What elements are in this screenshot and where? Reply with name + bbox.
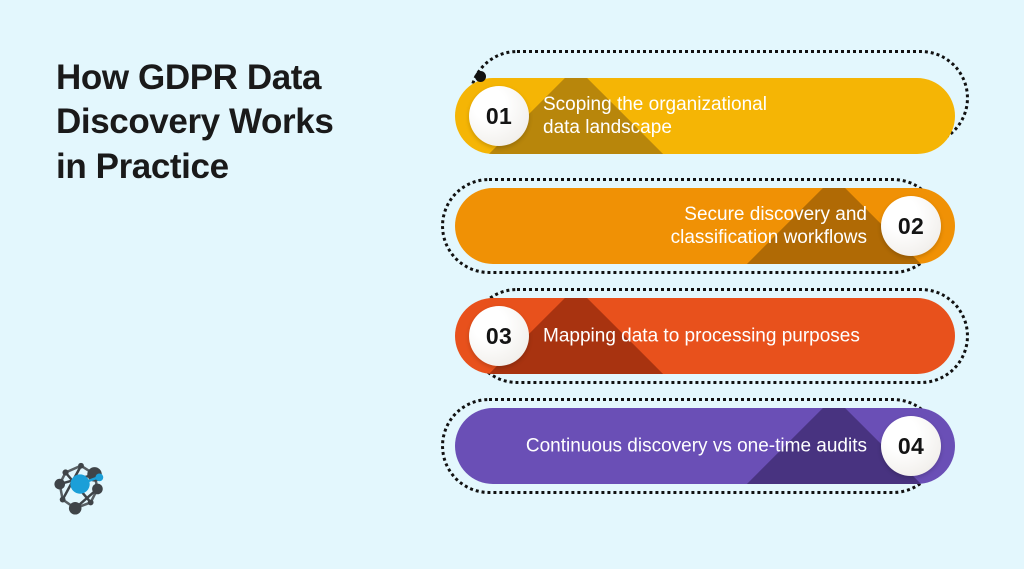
step-02[interactable]: Secure discovery and classification work…: [455, 188, 955, 264]
logo-accent-node: [70, 473, 104, 494]
network-nodes-logo: [52, 457, 110, 517]
step-03[interactable]: Mapping data to processing purposes 03: [455, 298, 955, 374]
step-number-badge-04: 04: [881, 416, 941, 476]
step-bar-02: [455, 188, 955, 264]
step-01[interactable]: Scoping the organizational data landscap…: [455, 78, 955, 154]
step-number-badge-02: 02: [881, 196, 941, 256]
step-label-01: Scoping the organizational data landscap…: [543, 93, 767, 138]
step-label-03: Mapping data to processing purposes: [543, 325, 860, 347]
step-04[interactable]: Continuous discovery vs one-time audits 0…: [455, 408, 955, 484]
step-bar-01: [455, 78, 955, 154]
step-label-04: Continuous discovery vs one-time audits: [525, 435, 867, 457]
page-title: How GDPR Data Discovery Works in Practic…: [56, 58, 334, 186]
step-label-02: Secure discovery and classification work…: [670, 203, 867, 248]
step-number-badge-01: 01: [469, 86, 529, 146]
steps-list: Scoping the organizational data landscap…: [441, 50, 970, 494]
step-bar-03: [455, 298, 955, 374]
step-number-badge-03: 03: [469, 306, 529, 366]
step-bar-04: [455, 408, 955, 484]
connector-start-dot: [475, 71, 486, 82]
